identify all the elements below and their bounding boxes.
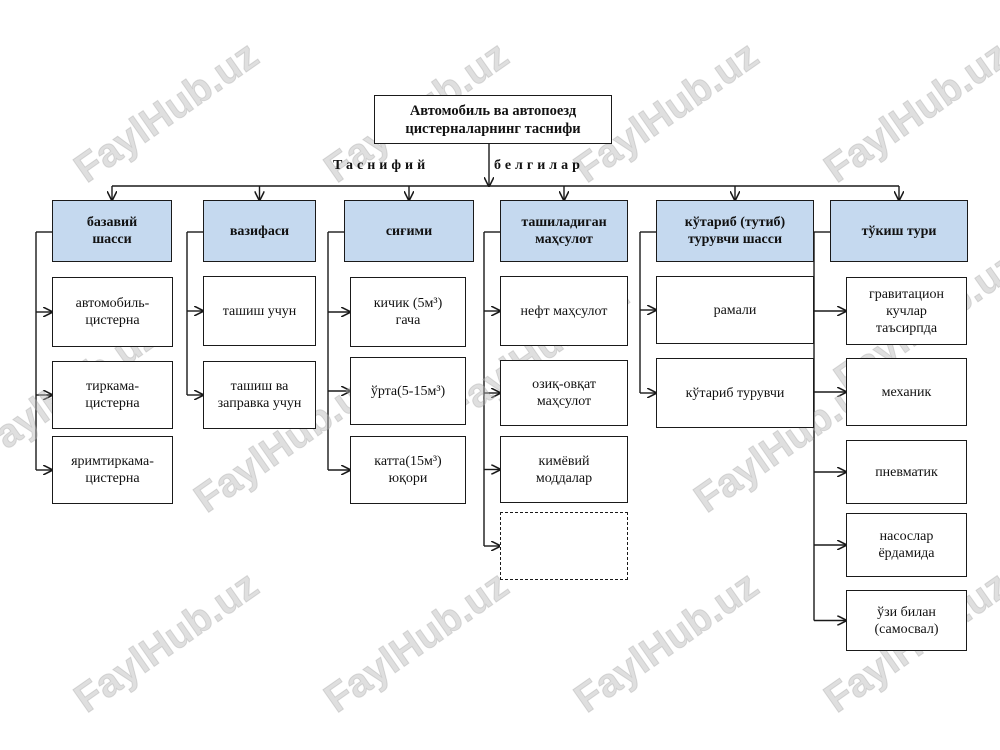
category-header: кўтариб (тутиб) турувчи шасси bbox=[656, 200, 814, 262]
category-item: катта(15м³) юқори bbox=[350, 436, 466, 504]
classification-label-right: белгилар bbox=[494, 158, 584, 173]
category-header: тўкиш тури bbox=[830, 200, 968, 262]
category-item: пневматик bbox=[846, 440, 967, 504]
category-item: кўтариб турувчи bbox=[656, 358, 814, 428]
category-item: рамали bbox=[656, 276, 814, 344]
category-header: ташиладиган маҳсулот bbox=[500, 200, 628, 262]
category-item-empty bbox=[500, 512, 628, 580]
category-item: кимёвий моддалар bbox=[500, 436, 628, 503]
category-header: сиғими bbox=[344, 200, 474, 262]
classification-label-left: Таснифий bbox=[333, 158, 430, 173]
category-item: насослар ёрдамида bbox=[846, 513, 967, 577]
category-item: озиқ-овқат маҳсулот bbox=[500, 360, 628, 426]
category-item: гравитацион кучлар таъсирпда bbox=[846, 277, 967, 345]
category-item: автомобиль- цистерна bbox=[52, 277, 173, 347]
category-item: кичик (5м³) гача bbox=[350, 277, 466, 347]
category-item: яримтиркама- цистерна bbox=[52, 436, 173, 504]
category-item: механик bbox=[846, 358, 967, 426]
category-item: ўрта(5-15м³) bbox=[350, 357, 466, 425]
category-item: ўзи билан (самосвал) bbox=[846, 590, 967, 651]
category-item: тиркама- цистерна bbox=[52, 361, 173, 429]
diagram-title: Автомобиль ва автопоезд цистерналарнинг … bbox=[374, 95, 612, 144]
category-item: нефт маҳсулот bbox=[500, 276, 628, 346]
category-header: базавий шасси bbox=[52, 200, 172, 262]
category-item: ташиш ва заправка учун bbox=[203, 361, 316, 429]
category-header: вазифаси bbox=[203, 200, 316, 262]
category-item: ташиш учун bbox=[203, 276, 316, 346]
